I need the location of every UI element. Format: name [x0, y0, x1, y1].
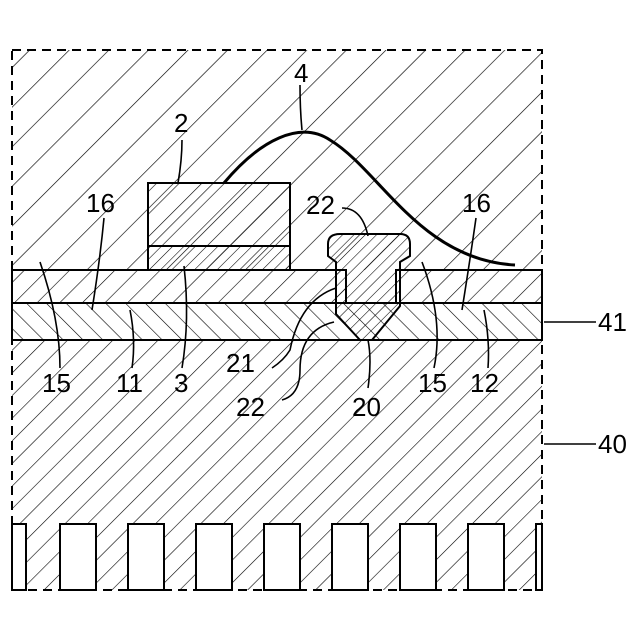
conductor-left [12, 270, 346, 303]
fin-slot [12, 524, 26, 590]
label-fastener-shank: 21 [226, 348, 255, 378]
label-plated-surface-left: 15 [42, 368, 71, 398]
label-fastener: 20 [352, 392, 381, 422]
conductor-right [396, 270, 542, 303]
semiconductor-die [148, 183, 290, 246]
label-edge-right: 16 [462, 188, 491, 218]
label-die-attach: 3 [174, 368, 188, 398]
fin-slot [60, 524, 96, 590]
label-die: 2 [174, 108, 188, 138]
label-insulator-layer: 41 [598, 307, 627, 337]
fin-slot [128, 524, 164, 590]
label-conductor-left: 11 [116, 368, 143, 398]
label-edge-left: 16 [86, 188, 115, 218]
label-fastener-tip: 22 [236, 392, 265, 422]
label-base-block: 40 [598, 429, 627, 459]
fin-slot [196, 524, 232, 590]
fin-slot [400, 524, 436, 590]
fin-slot [468, 524, 504, 590]
label-plated-surface-right: 15 [418, 368, 447, 398]
fin-slot [264, 524, 300, 590]
label-conductor-right: 12 [470, 368, 499, 398]
die-attach [148, 246, 290, 270]
label-wire: 4 [294, 58, 308, 88]
label-fastener-head: 22 [306, 190, 335, 220]
fin-slot [332, 524, 368, 590]
